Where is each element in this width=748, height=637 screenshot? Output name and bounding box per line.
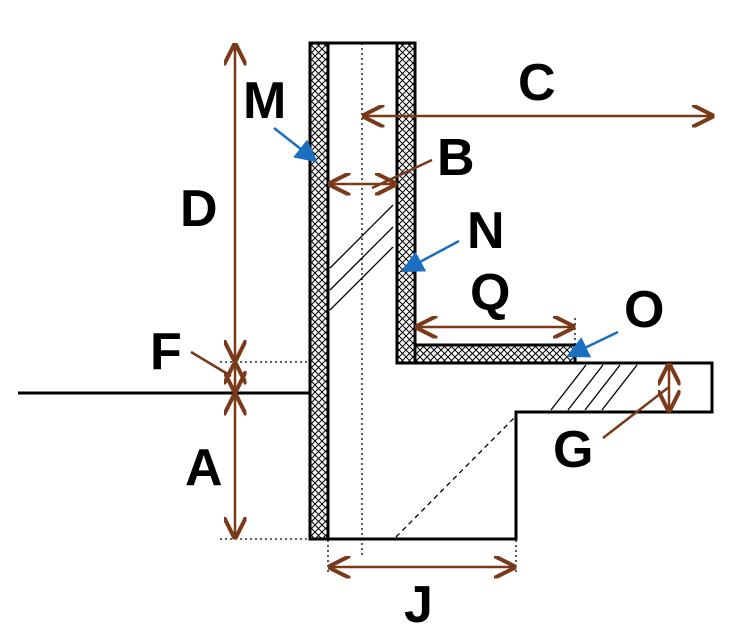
extension-lines (220, 318, 576, 575)
label-o: O (624, 281, 664, 339)
pointer-o (565, 330, 619, 358)
label-n: N (467, 202, 505, 260)
slab-hatching (550, 364, 638, 411)
label-f: F (150, 323, 182, 381)
pointer-m (273, 127, 318, 163)
pointer-arrows (273, 127, 619, 358)
label-d: D (180, 180, 218, 238)
dimension-b-leader (371, 158, 433, 190)
footing-dashed-line (395, 417, 515, 538)
slab-footing-outline (328, 361, 714, 541)
insulation-left (308, 41, 330, 541)
dimension-g-leader (602, 386, 670, 439)
label-j: J (404, 576, 433, 634)
dimension-lines (190, 45, 712, 567)
dimension-f-leader (190, 350, 232, 378)
pointer-n (401, 239, 460, 273)
label-c: C (518, 54, 556, 112)
label-m: M (243, 72, 286, 130)
label-q: Q (470, 264, 510, 322)
label-g: G (553, 421, 593, 479)
insulation-inner (395, 41, 417, 365)
label-b: B (437, 129, 475, 187)
label-a: A (185, 439, 223, 497)
wall-hatching (329, 204, 394, 311)
insulation-horizontal (413, 343, 577, 365)
